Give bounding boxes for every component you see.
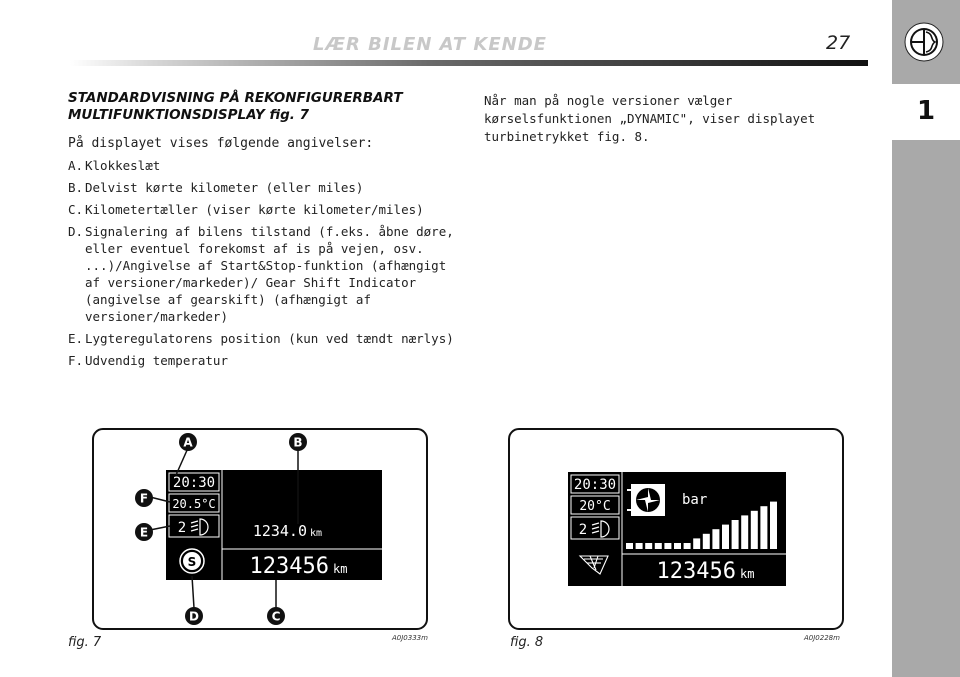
- callout-b: B: [289, 433, 307, 451]
- boost-bar: [702, 533, 710, 549]
- fig8-cell-time: [570, 474, 620, 494]
- fig7-caption: fig. 7: [68, 635, 102, 650]
- boost-bar: [731, 520, 739, 549]
- callout-c: C: [267, 607, 285, 625]
- item-text: Lygteregulatorens position (kun ved tænd…: [85, 331, 454, 346]
- item-letter: D.: [68, 224, 84, 239]
- fig7-status-symbol: S: [188, 555, 197, 569]
- item-letter: E.: [68, 331, 84, 346]
- fig8-caption: fig. 8: [510, 635, 544, 650]
- callout-e: E: [135, 523, 153, 541]
- callout-f-label: F: [140, 492, 148, 506]
- intro-text: På displayet vises følgende angivelser:: [68, 136, 374, 151]
- heading-line-2: MULTIFUNKTIONSDISPLAY fig. 7: [68, 107, 310, 123]
- fig7-temperature: 20.5°C: [172, 497, 215, 511]
- fig7-time: 20:30: [173, 475, 215, 491]
- callout-a-label: A: [183, 436, 193, 450]
- figure-8: 20:30 20°C 2 bar 123456 km: [508, 428, 844, 630]
- fig8-headlamp-level: 2: [579, 522, 587, 538]
- boost-bar: [741, 515, 749, 549]
- callout-d: D: [185, 607, 203, 625]
- start-stop-icon: S: [179, 548, 205, 574]
- indication-list: A.Klokkeslæt B.Delvist kørte kilometer (…: [68, 157, 464, 374]
- fig7-odometer: 123456: [250, 554, 329, 579]
- fig8-time: 20:30: [574, 477, 616, 493]
- callout-line-a: [175, 447, 189, 476]
- turbine-icon: [627, 484, 665, 516]
- dynamic-mode-paragraph: Når man på nogle versioner vælger kørsel…: [484, 93, 816, 144]
- boost-bar: [674, 543, 681, 549]
- boost-bar: [712, 529, 720, 549]
- heading-line-1: STANDARDVISNING PÅ REKONFIGURERBART: [68, 90, 403, 106]
- fig7-trip-unit: km: [310, 528, 322, 539]
- boost-bars: [626, 501, 777, 549]
- boost-bar: [664, 543, 672, 549]
- fig8-code: A0J0228m: [804, 634, 840, 642]
- callout-e-label: E: [140, 526, 148, 540]
- page-number: 27: [826, 32, 851, 54]
- fig8-odometer: 123456: [657, 559, 736, 584]
- boost-bar: [770, 501, 777, 549]
- chapter-number: 1: [916, 96, 936, 126]
- boost-bar: [683, 543, 691, 549]
- fig7-display-bg: [166, 470, 382, 580]
- item-text: Klokkeslæt: [85, 158, 161, 173]
- callout-f: F: [135, 489, 153, 507]
- item-letter: C.: [68, 202, 84, 217]
- fig8-display-bg: [568, 472, 786, 586]
- boost-bar: [750, 510, 758, 549]
- fig8-odometer-unit: km: [740, 567, 754, 581]
- list-item: B.Delvist kørte kilometer (eller miles): [68, 179, 464, 196]
- callout-line-e: [149, 525, 171, 531]
- figure-7: 20:30 20.5°C 2 S 1234.0 km 123456 km A B…: [92, 428, 428, 630]
- item-text: Delvist kørte kilometer (eller miles): [85, 180, 364, 195]
- road-net-icon: [578, 555, 609, 575]
- item-text: Udvendig temperatur: [85, 353, 228, 368]
- list-item: E.Lygteregulatorens position (kun ved tæ…: [68, 330, 464, 347]
- boost-bar: [654, 543, 662, 549]
- fig8-temperature: 20°C: [579, 499, 610, 514]
- fig7-cell-temp: [168, 493, 220, 513]
- callout-c-label: C: [272, 610, 281, 624]
- boost-bar: [645, 543, 653, 549]
- item-text: Signalering af bilens tilstand (f.eks. å…: [85, 224, 454, 324]
- boost-bar: [635, 543, 643, 549]
- callout-line-d: [191, 575, 195, 609]
- boost-bar: [626, 543, 633, 549]
- fig8-cell-temp: [570, 495, 620, 515]
- item-text: Kilometertæller (viser kørte kilometer/m…: [85, 202, 424, 217]
- section-heading: STANDARDVISNING PÅ REKONFIGURERBART MULT…: [68, 90, 468, 124]
- item-letter: B.: [68, 180, 84, 195]
- callout-a: A: [179, 433, 197, 451]
- fig7-odometer-unit: km: [333, 562, 347, 576]
- boost-bar: [693, 538, 701, 549]
- fig7-headlamp-level: 2: [178, 520, 186, 536]
- boost-bar: [760, 506, 768, 549]
- list-item: F.Udvendig temperatur: [68, 352, 464, 369]
- headlamp-level-icon: [190, 518, 209, 536]
- chapter-cell: [892, 84, 960, 140]
- fig7-code: A0J0333m: [392, 634, 428, 642]
- fig8-cell-headlamp: [570, 516, 620, 540]
- list-item: A.Klokkeslæt: [68, 157, 464, 174]
- callout-d-label: D: [189, 610, 199, 624]
- item-letter: A.: [68, 158, 84, 173]
- alfa-romeo-badge-icon: [904, 22, 944, 62]
- logo-cell: [892, 0, 960, 82]
- header-title: LÆR BILEN AT KENDE: [313, 34, 547, 55]
- callout-b-label: B: [293, 436, 302, 450]
- fig8-pressure-unit: bar: [682, 492, 707, 508]
- chapter-sidebar: 1: [892, 0, 960, 677]
- callout-line-f: [149, 496, 171, 503]
- list-item: D.Signalering af bilens tilstand (f.eks.…: [68, 223, 464, 325]
- fig7-cell-time: [168, 472, 220, 492]
- headlamp-level-icon: [591, 520, 610, 538]
- list-item: C.Kilometertæller (viser kørte kilometer…: [68, 201, 464, 218]
- item-letter: F.: [68, 353, 84, 368]
- boost-bar: [722, 524, 729, 549]
- fig7-trip: 1234.0: [253, 522, 307, 540]
- header-rule: [70, 60, 868, 66]
